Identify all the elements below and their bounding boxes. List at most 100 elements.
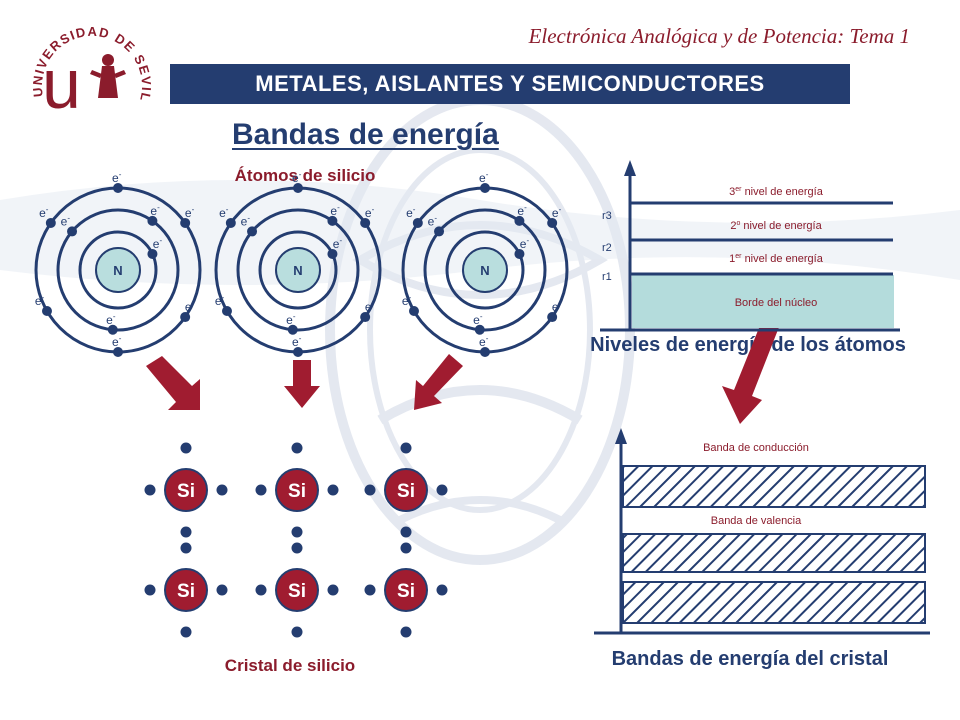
silicon-crystal-atom: Si: [364, 442, 448, 538]
si-atom-circle: [164, 468, 208, 512]
electron-label: e-: [365, 299, 375, 314]
electron-charge: -: [42, 293, 45, 302]
valence-electron: [327, 584, 339, 596]
electron-charge: -: [486, 170, 489, 179]
nucleus-label: N: [480, 263, 489, 278]
electron-label: e-: [219, 205, 229, 220]
electron-shell: [258, 230, 338, 310]
si-label: Si: [288, 581, 306, 602]
silicon-crystal-atom: Si: [364, 542, 448, 638]
nucleus-edge-label: Borde del núcleo: [735, 297, 818, 309]
electron-label: e-: [106, 312, 116, 327]
electron: [327, 215, 338, 226]
crystal-title: Cristal de silicio: [224, 656, 356, 675]
nucleus-label: N: [293, 263, 302, 278]
electron: [547, 217, 558, 228]
electron-charge: -: [157, 203, 160, 212]
levels-y-axis: [600, 172, 900, 332]
electron-charge: -: [337, 203, 340, 212]
electron-charge: -: [559, 299, 562, 308]
nucleus: [462, 247, 508, 293]
nucleus: [275, 247, 321, 293]
electron-symbol: e: [402, 294, 409, 308]
valence-electron: [216, 584, 228, 596]
electron-charge: -: [113, 312, 116, 321]
electron-label: e-: [552, 205, 562, 220]
si-label: Si: [177, 481, 195, 502]
electron: [180, 312, 191, 323]
electron-shell: [445, 230, 525, 310]
valence-electron: [144, 584, 156, 596]
electron-charge: -: [372, 299, 375, 308]
electron: [360, 217, 371, 228]
electron: [480, 183, 490, 193]
arrow-levels-to-bands: [722, 318, 781, 424]
valence-electron: [180, 542, 192, 554]
electron-label: e-: [292, 170, 302, 185]
valence-electron: [436, 484, 448, 496]
valence-band-lower: [622, 581, 926, 624]
electron: [225, 217, 236, 228]
electron-label: e-: [39, 205, 49, 220]
valence-electron: [291, 626, 303, 638]
electron-charge: -: [159, 236, 162, 245]
electron-symbol: e: [365, 206, 372, 220]
electron-label: e-: [112, 170, 122, 185]
electron-label: e-: [402, 293, 412, 308]
electron: [287, 324, 298, 335]
electron: [412, 217, 423, 228]
electron-symbol: e: [517, 204, 524, 218]
electron-charge: -: [46, 205, 49, 214]
electron-charge: -: [226, 205, 229, 214]
valence-electron: [400, 626, 412, 638]
arrow-atom1-to-crystal: [146, 356, 200, 410]
silicon-crystal-atom: Si: [255, 542, 339, 638]
valence-band-upper: [622, 533, 926, 573]
electron-charge: -: [526, 236, 529, 245]
electron-symbol: e: [61, 214, 68, 228]
si-atom-circle: [384, 468, 428, 512]
electron-symbol: e: [185, 206, 192, 220]
si-atom-circle: [164, 568, 208, 612]
electron-charge: -: [434, 213, 437, 222]
levels-axis-arrow: [624, 160, 636, 176]
electron: [221, 306, 232, 316]
electron-label: e-: [365, 205, 375, 220]
silicon-atom: Ne-e-e-e-e-e-e-e-e-e-: [34, 170, 202, 357]
si-atom-circle: [275, 568, 319, 612]
si-label: Si: [177, 581, 195, 602]
electron-charge: -: [339, 236, 342, 245]
silicon-crystal-atom: Si: [144, 542, 228, 638]
electron-label: e-: [112, 334, 122, 349]
electron-charge: -: [559, 205, 562, 214]
valence-electron: [436, 584, 448, 596]
electron-symbol: e: [333, 237, 340, 251]
electron-charge: -: [192, 299, 195, 308]
electron: [474, 324, 485, 335]
electron-label: e-: [185, 299, 195, 314]
level1-label: 1er nivel de energía: [729, 253, 824, 265]
valence-electron: [400, 442, 412, 454]
electron: [41, 306, 52, 316]
electron-label: e-: [286, 312, 296, 327]
logo-figure-icon: [90, 54, 126, 98]
electron-label: e-: [241, 213, 251, 228]
valence-electron: [400, 542, 412, 554]
si-label: Si: [397, 581, 415, 602]
level3-label: 3er nivel de energía: [729, 186, 824, 198]
electron-label: e-: [406, 205, 416, 220]
electron-charge: -: [119, 170, 122, 179]
electron-charge: -: [486, 334, 489, 343]
valence-electron: [180, 442, 192, 454]
electron-symbol: e: [219, 206, 226, 220]
electron-label: e-: [215, 293, 225, 308]
arrow-atom3-to-crystal: [414, 354, 463, 410]
valence-electron: [255, 584, 267, 596]
electron: [434, 226, 445, 237]
si-atom-circle: [275, 468, 319, 512]
electron-symbol: e: [428, 214, 435, 228]
silicon-atom: Ne-e-e-e-e-e-e-e-e-e-: [214, 170, 382, 357]
electron-symbol: e: [185, 300, 192, 314]
